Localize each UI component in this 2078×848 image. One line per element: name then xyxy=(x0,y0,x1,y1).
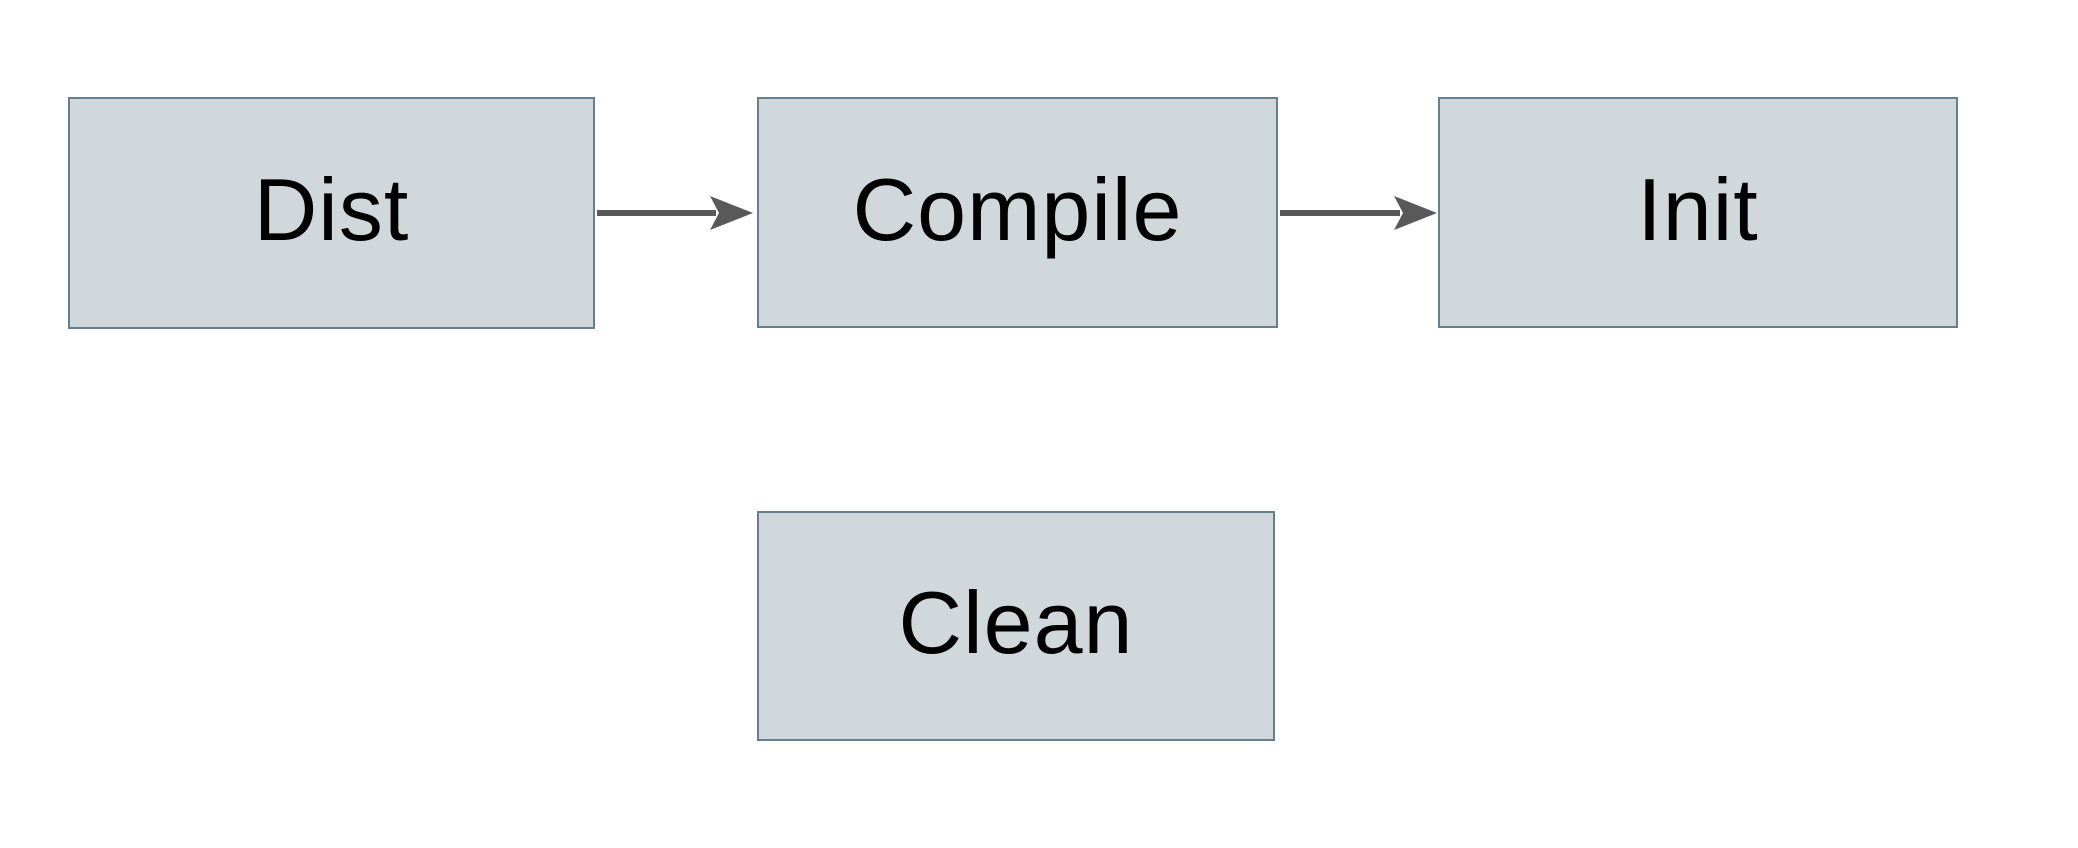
node-dist: Dist xyxy=(68,97,595,329)
node-clean: Clean xyxy=(757,511,1275,741)
arrow-dist-to-compile-icon xyxy=(597,196,753,230)
node-compile-label: Compile xyxy=(852,159,1183,259)
arrow-compile-to-init-icon xyxy=(1280,196,1437,230)
node-compile: Compile xyxy=(757,97,1278,328)
node-clean-label: Clean xyxy=(898,573,1134,672)
node-init: Init xyxy=(1438,97,1958,328)
node-init-label: Init xyxy=(1637,159,1759,259)
node-dist-label: Dist xyxy=(253,160,410,259)
